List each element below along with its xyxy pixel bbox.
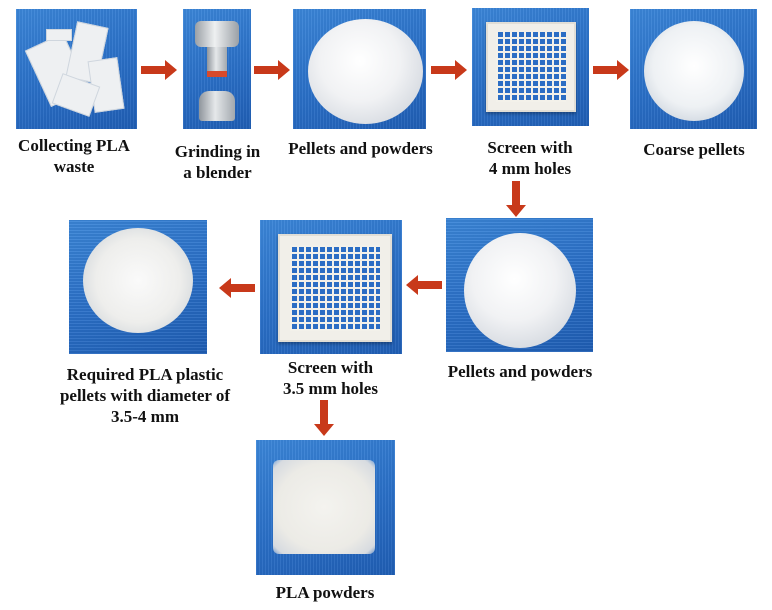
blender-band: [207, 71, 227, 77]
step-label-pellets-2: Pellets and powders: [447, 362, 593, 381]
pellet-pile: [83, 228, 193, 333]
blender-lid: [195, 21, 239, 47]
arrow-left-icon: [219, 278, 255, 298]
step-label-pellets-1: Pellets and powders: [288, 139, 433, 158]
screen-tray-photo: [472, 8, 589, 126]
step-label-pla-powders: PLA powders: [275, 583, 375, 602]
pellets-powders-photo: [446, 218, 593, 352]
pla-pellets-photo: [69, 220, 207, 354]
arrow-right-icon: [593, 60, 629, 80]
step-label-grind: Grinding in a blender: [174, 142, 261, 182]
coarse-pellet-pile: [644, 21, 744, 121]
screen-tray-4mm: [486, 22, 576, 112]
blender-photo: [183, 9, 251, 129]
step-label-screen-4mm: Screen with 4 mm holes: [487, 138, 573, 178]
arrow-left-icon: [406, 275, 442, 295]
blender-neck: [207, 47, 227, 73]
screen-mesh: [289, 245, 381, 331]
screen-tray-photo: [260, 220, 402, 354]
pla-waste-photo: [16, 9, 137, 129]
pla-powders-photo: [256, 440, 395, 575]
coarse-pellets-photo: [630, 9, 757, 129]
powder-pile: [464, 233, 576, 348]
arrow-right-icon: [254, 60, 290, 80]
pellets-powders-photo: [293, 9, 426, 129]
step-label-required-pellets: Required PLA plastic pellets with diamet…: [59, 365, 231, 426]
arrow-down-icon: [506, 181, 526, 217]
powder-pile: [308, 19, 423, 124]
blender-base: [199, 91, 235, 121]
step-label-coarse: Coarse pellets: [643, 140, 745, 159]
arrow-right-icon: [431, 60, 467, 80]
screen-mesh: [495, 31, 567, 103]
arrow-right-icon: [141, 60, 177, 80]
arrow-down-icon: [314, 400, 334, 436]
powder-square: [273, 460, 375, 554]
step-label-screen-3-5mm: Screen with 3.5 mm holes: [283, 358, 378, 398]
step-label-collect: Collecting PLA waste: [18, 136, 130, 176]
pla-shard: [46, 29, 72, 41]
screen-tray-3-5mm: [278, 234, 392, 342]
